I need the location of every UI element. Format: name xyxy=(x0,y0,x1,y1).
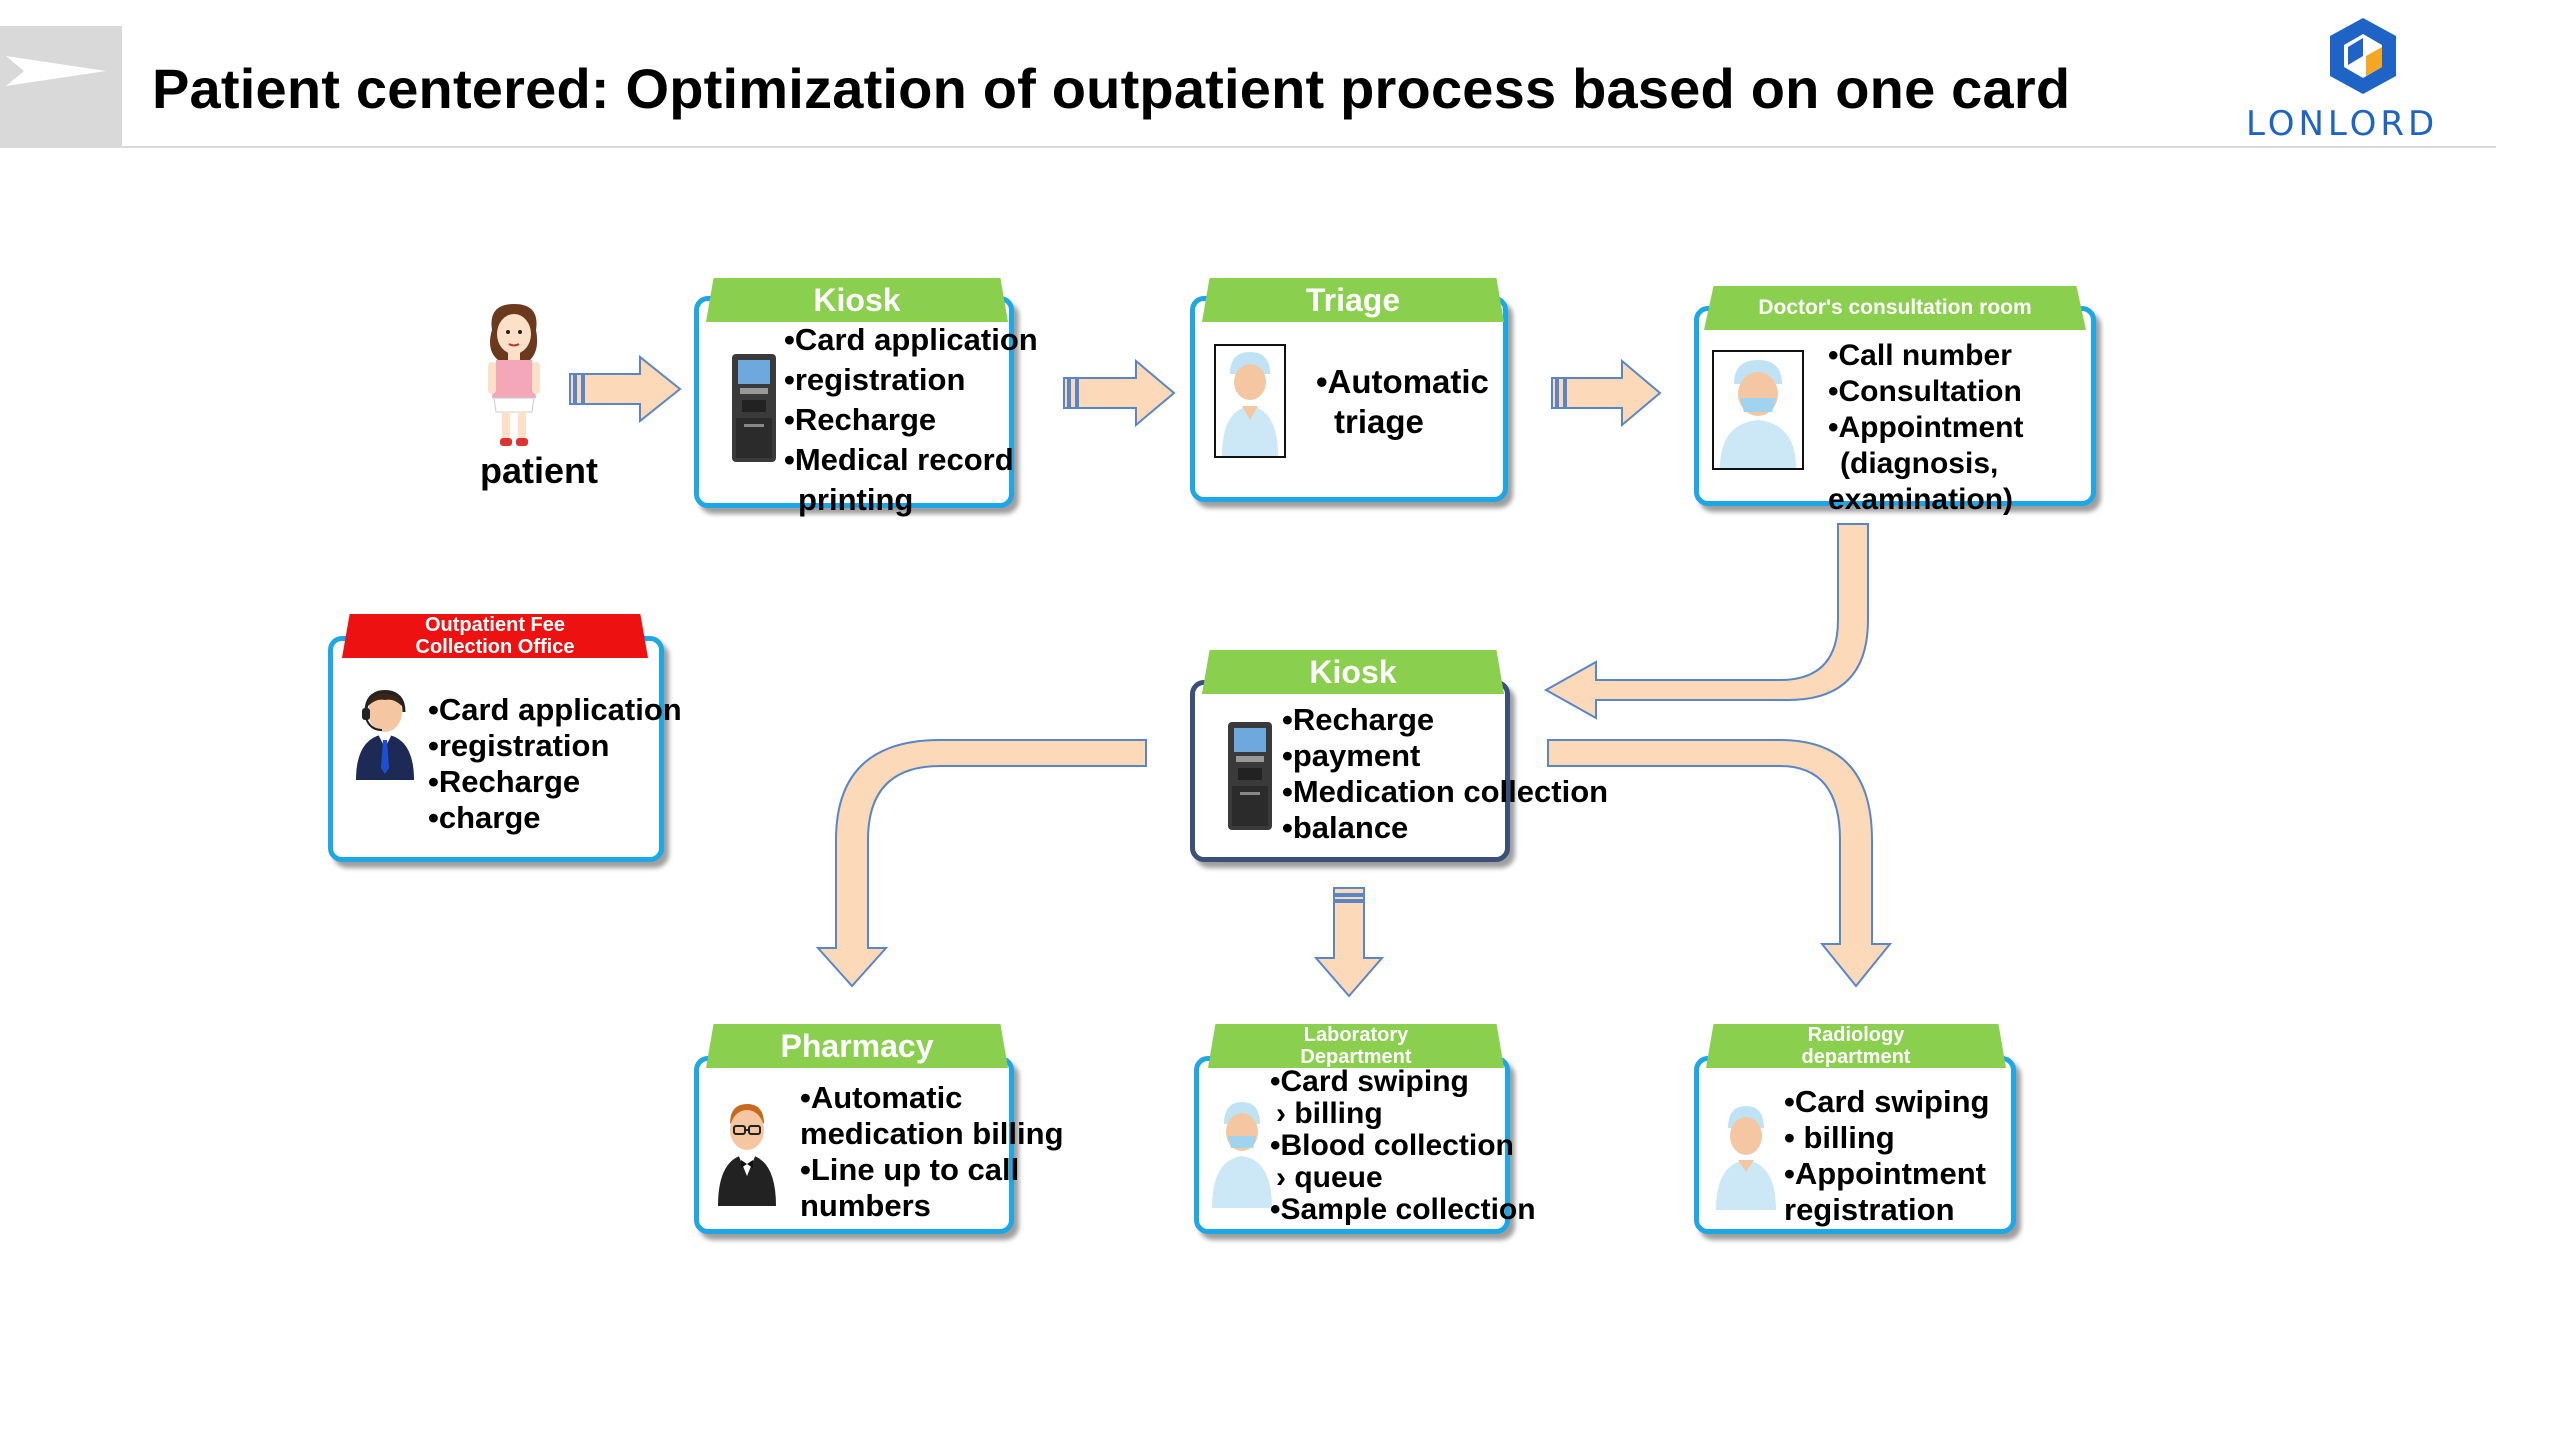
doctor-room-items: •Call number •Consultation •Appointment … xyxy=(1828,338,2023,518)
fee-office-item: •Recharge xyxy=(428,764,581,799)
fee-office-node-header: Outpatient Fee Collection Office xyxy=(342,614,648,658)
arrow-kiosk-to-laboratory xyxy=(1313,887,1385,998)
pharmacy-node-header: Pharmacy xyxy=(706,1024,1008,1068)
radiology-nurse-icon xyxy=(1716,1106,1776,1210)
doctor-room-item: examination) xyxy=(1828,483,2014,516)
kiosk-payment-item: •Recharge xyxy=(1282,702,1435,737)
patient-label: patient xyxy=(480,450,599,491)
kiosk-item: •Medical record xyxy=(784,442,1014,477)
cashier-headset-icon xyxy=(356,690,414,780)
kiosk-items: •Card application •registration •Recharg… xyxy=(784,320,1038,520)
pharmacy-item: medication billing xyxy=(800,1116,1064,1151)
kiosk-payment-item: •balance xyxy=(1282,810,1409,845)
nurse-icon xyxy=(1214,344,1286,458)
fee-office-title-line: Collection Office xyxy=(415,636,575,658)
laboratory-item: •Card swiping xyxy=(1270,1065,1469,1098)
title-divider xyxy=(122,146,2496,148)
doctor-room-item: (diagnosis, xyxy=(1840,447,1999,480)
laboratory-node-header: Laboratory Department xyxy=(1208,1024,1504,1068)
doctor-icon xyxy=(1712,350,1804,470)
kiosk-payment-node-header: Kiosk xyxy=(1202,650,1504,694)
pharmacist-icon xyxy=(718,1104,776,1206)
arrow-patient-to-kiosk xyxy=(569,354,682,424)
triage-items: •Automatic triage xyxy=(1316,362,1489,442)
kiosk-payment-item: •Medication collection xyxy=(1282,774,1609,809)
laboratory-item: › queue xyxy=(1276,1161,1383,1194)
triage-item: triage xyxy=(1334,403,1424,440)
arrow-triage-to-doctor xyxy=(1551,358,1662,428)
radiology-title-line: department xyxy=(1801,1046,1911,1068)
radiology-node-header: Radiology department xyxy=(1706,1024,2006,1068)
radiology-item: registration xyxy=(1784,1192,1955,1227)
doctor-room-item: •Appointment xyxy=(1828,411,2024,444)
triage-node-header: Triage xyxy=(1202,278,1504,322)
pharmacy-items: •Automatic medication billing •Line up t… xyxy=(800,1080,1064,1224)
pharmacy-item: •Automatic xyxy=(800,1080,963,1115)
kiosk-machine-icon xyxy=(732,354,776,462)
laboratory-title-line: Department xyxy=(1300,1046,1412,1068)
kiosk-item: •registration xyxy=(784,362,966,397)
laboratory-title-line: Laboratory xyxy=(1303,1024,1409,1046)
arrow-kiosk-to-triage xyxy=(1063,358,1176,428)
kiosk-machine-icon xyxy=(1228,722,1272,830)
logo-text: LONLORD xyxy=(2246,104,2439,144)
kiosk-payment-items: •Recharge •payment •Medication collectio… xyxy=(1282,702,1608,846)
fee-office-items: •Card application •registration •Recharg… xyxy=(428,692,682,836)
patient-girl-icon xyxy=(488,304,540,446)
radiology-item: • billing xyxy=(1784,1120,1895,1155)
fee-office-item: •Card application xyxy=(428,692,682,727)
pharmacy-item: numbers xyxy=(800,1188,931,1223)
laboratory-item: › billing xyxy=(1276,1097,1383,1130)
kiosk-item: •Recharge xyxy=(784,402,937,437)
kiosk-payment-item: •payment xyxy=(1282,738,1421,773)
lab-nurse-icon xyxy=(1212,1102,1272,1208)
arrow-doctor-to-kiosk2 xyxy=(1543,523,1869,720)
slide-corner-block xyxy=(0,26,122,148)
radiology-title-line: Radiology xyxy=(1807,1024,1905,1046)
pharmacy-item: •Line up to call xyxy=(800,1152,1020,1187)
fee-office-item: •registration xyxy=(428,728,610,763)
laboratory-items: •Card swiping › billing •Blood collectio… xyxy=(1270,1066,1536,1226)
doctor-room-node-header: Doctor's consultation room xyxy=(1704,286,2086,330)
doctor-room-item: •Call number xyxy=(1828,339,2012,372)
radiology-items: •Card swiping • billing •Appointment reg… xyxy=(1784,1084,1989,1228)
arrow-kiosk2-to-pharmacy xyxy=(815,739,1147,988)
kiosk-item: •Card application xyxy=(784,322,1038,357)
doctor-room-item: •Consultation xyxy=(1828,375,2022,408)
triage-item: •Automatic xyxy=(1316,363,1489,400)
page-title: Patient centered: Optimization of outpat… xyxy=(152,57,2071,120)
radiology-item: •Appointment xyxy=(1784,1156,1986,1191)
laboratory-item: •Blood collection xyxy=(1270,1129,1514,1162)
arrow-kiosk2-to-radiology xyxy=(1547,739,1893,988)
kiosk-item: printing xyxy=(798,482,914,517)
fee-office-item: •charge xyxy=(428,800,541,835)
corner-arrow-icon xyxy=(6,56,106,86)
kiosk-node-header: Kiosk xyxy=(706,278,1008,322)
brand-logo: LONLORD xyxy=(2240,16,2480,146)
fee-office-title-line: Outpatient Fee xyxy=(424,614,565,636)
radiology-item: •Card swiping xyxy=(1784,1084,1990,1119)
laboratory-item: •Sample collection xyxy=(1270,1193,1536,1226)
lonlord-logo-icon xyxy=(2330,18,2396,94)
